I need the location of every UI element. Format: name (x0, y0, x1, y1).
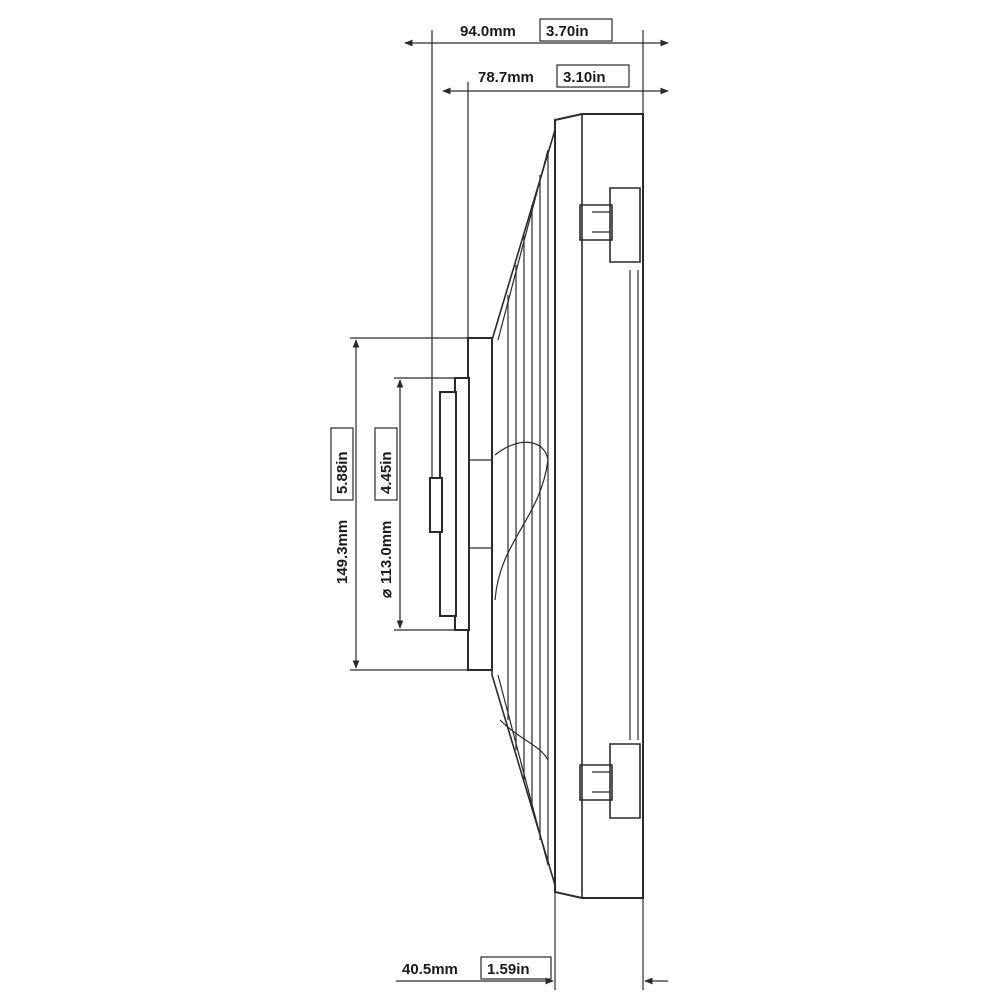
cutout-diameter-symbol: ⌀ (378, 589, 395, 598)
dimension-cutout-diameter: ⌀ 113.0mm 4.45in (374, 377, 455, 631)
mount-depth-mm: 78.7mm (478, 69, 534, 86)
mount-depth-in: 3.10in (563, 69, 606, 86)
magnet-diameter-in: 5.88in (334, 451, 351, 494)
overall-depth-in: 3.70in (546, 23, 589, 40)
speaker-outline (429, 113, 644, 899)
cutout-diameter-in: 4.45in (378, 451, 395, 494)
cutout-diameter-mm: 113.0mm (378, 521, 395, 584)
dimension-overall-depth: 94.0mm 3.70in (404, 18, 669, 478)
dimension-magnet-diameter: 149.3mm 5.88in (330, 337, 468, 671)
overall-depth-mm: 94.0mm (460, 23, 516, 40)
dimension-mount-depth: 78.7mm 3.10in (442, 64, 669, 338)
dimension-flange-depth: 40.5mm 1.59in (396, 892, 668, 990)
flange-depth-mm: 40.5mm (402, 961, 458, 978)
magnet-diameter-mm: 149.3mm (334, 520, 351, 584)
flange-depth-in: 1.59in (487, 961, 530, 978)
